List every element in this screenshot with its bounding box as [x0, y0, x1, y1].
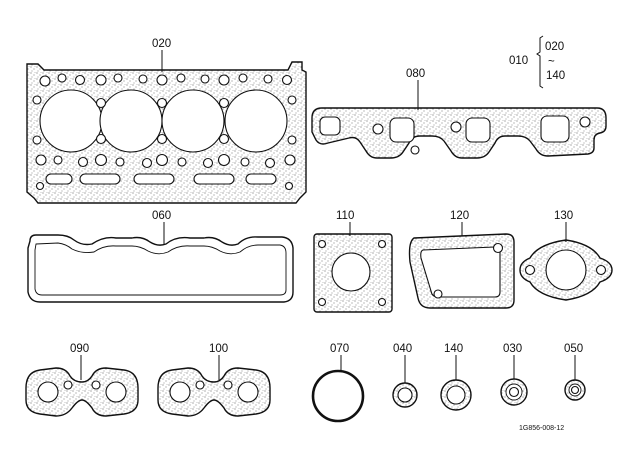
callout-label: 020 — [152, 38, 171, 50]
callout-label: 140 — [444, 343, 463, 355]
callout-label: 030 — [503, 343, 522, 355]
square-flange-gasket — [313, 233, 393, 313]
intake-gasket-right — [157, 367, 271, 417]
kit-range-separator: ~ — [548, 56, 555, 68]
seal-ring-a — [392, 382, 418, 408]
callout-label: 110 — [336, 210, 354, 222]
thermostat-gasket — [408, 233, 515, 309]
callout-label: 100 — [209, 343, 228, 355]
intake-gasket-left — [25, 367, 139, 417]
callout-label: 090 — [70, 343, 89, 355]
kit-reference: 010 020 ~ 140 — [509, 35, 565, 89]
o-ring — [311, 369, 365, 423]
seal-ring-b — [440, 379, 472, 411]
kit-range-end: 140 — [546, 70, 565, 82]
oval-flange-gasket — [519, 239, 613, 301]
callout-label: 070 — [330, 343, 349, 355]
rocker-cover-gasket — [27, 234, 294, 303]
kit-number: 010 — [509, 55, 528, 67]
callout-label: 060 — [152, 210, 171, 222]
callout-label: 040 — [393, 343, 412, 355]
callout-label: 080 — [406, 68, 425, 80]
kit-range-start: 020 — [545, 41, 564, 53]
exhaust-manifold-gasket — [311, 107, 607, 159]
seal-washer-a — [500, 378, 528, 406]
figure-id: 1G856-008-12 — [519, 425, 564, 432]
seal-washer-b — [564, 379, 586, 401]
head-gasket — [26, 61, 307, 204]
callout-label: 130 — [554, 210, 573, 222]
callout-label: 120 — [450, 210, 469, 222]
callout-label: 050 — [564, 343, 583, 355]
